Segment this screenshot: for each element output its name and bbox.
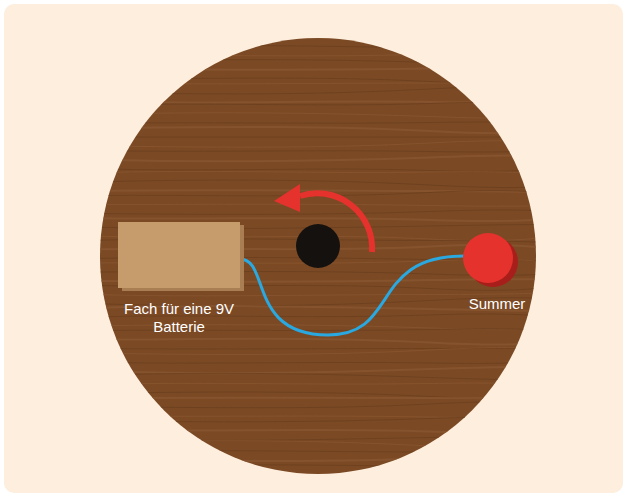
- grain-line: [90, 210, 560, 214]
- grain-line: [90, 137, 560, 138]
- grain-line: [90, 348, 560, 355]
- grain-line: [90, 417, 560, 422]
- grain-line: [90, 127, 560, 133]
- grain-line: [90, 361, 560, 363]
- grain-line: [90, 168, 560, 172]
- grain-line: [90, 122, 560, 124]
- grain-line: [90, 465, 560, 468]
- wire: [240, 256, 464, 335]
- grain-line: [90, 156, 560, 162]
- grain-line: [90, 204, 560, 206]
- grain-line: [90, 367, 560, 373]
- part-label: Summer: [452, 295, 542, 313]
- grain-line: [90, 78, 560, 83]
- wood-disk: [100, 38, 536, 474]
- grain-line: [90, 383, 560, 385]
- grain-line: [90, 471, 560, 475]
- grain-line: [90, 33, 560, 38]
- grain-line: [90, 103, 560, 107]
- grain-line: [90, 218, 560, 221]
- grain-line: [90, 141, 560, 147]
- wood-grain: [90, 33, 560, 486]
- grain-line: [90, 451, 560, 454]
- grain-line: [90, 429, 560, 433]
- part-label: Fach für eine 9V Batterie: [114, 300, 244, 336]
- grain-line: [90, 68, 560, 70]
- grain-line: [90, 397, 560, 400]
- battery-compartment: Fach für eine 9V Batterie: [118, 222, 240, 288]
- grain-line: [90, 180, 560, 188]
- grain-line: [90, 392, 560, 399]
- grain-line: [90, 456, 560, 461]
- grain-line: [90, 45, 560, 49]
- grain-line: [90, 100, 560, 103]
- rotation-arrow: [300, 193, 372, 252]
- grain-line: [90, 60, 560, 64]
- grain-line: [90, 113, 560, 119]
- panel: [4, 4, 623, 493]
- grain-line: [90, 339, 560, 345]
- grain-line: [90, 402, 560, 408]
- grain-line: [90, 86, 560, 94]
- arrow-head: [274, 184, 300, 212]
- grain-line: [90, 150, 560, 152]
- grain-line: [90, 483, 560, 486]
- grain-line: [90, 373, 560, 379]
- buzzer: Summer: [463, 233, 513, 283]
- grain-line: [90, 82, 560, 84]
- grain-line: [90, 53, 560, 56]
- grain-line: [90, 171, 560, 174]
- hole: [296, 224, 340, 268]
- grain-line: [90, 441, 560, 449]
- grain-line: [90, 436, 560, 441]
- grain-line: [90, 416, 560, 418]
